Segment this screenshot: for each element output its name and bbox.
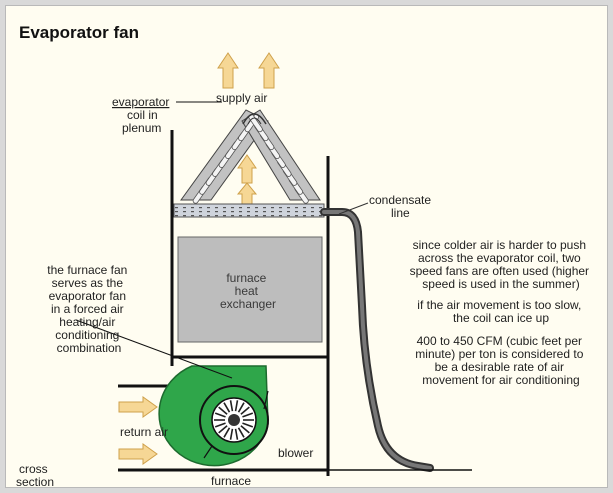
blower-blade [223, 427, 231, 438]
blower-blade [218, 406, 228, 415]
coil-fins-right [248, 114, 309, 204]
note-cfm: 400 to 450 CFM (cubic feet per minute) p… [415, 334, 586, 387]
return-air-arrow-upper [118, 396, 158, 418]
figure-frame: Evaporator fan supply air [5, 5, 608, 489]
furnace-fan-leader [75, 319, 233, 379]
furnace-label: furnace [211, 474, 251, 488]
blower-blade [234, 400, 239, 412]
airflow-arrow-inner-upper [237, 154, 257, 184]
blower-blade [242, 422, 254, 428]
blower-blade [234, 428, 239, 440]
blower-blade [223, 402, 231, 413]
supply-air-arrow-left [217, 52, 239, 89]
airflow-arrow-inner-lower [236, 182, 258, 206]
blower-blade [237, 427, 245, 438]
diagram-title: Evaporator fan [19, 23, 139, 42]
condensate-label: condensate line [369, 193, 434, 220]
evaporator-coil-label: evaporator coil in plenum [112, 95, 173, 135]
evaporator-fan-diagram: Evaporator fan supply air [16, 23, 593, 489]
note-ice-up: if the air movement is too slow, the coi… [417, 298, 584, 325]
blower-assembly [158, 365, 269, 467]
blower-blade [214, 422, 226, 428]
supply-air-arrow-right [258, 52, 280, 89]
condensate-leader [338, 202, 369, 215]
blower-blade [242, 412, 254, 418]
blower-blades [214, 400, 254, 440]
furnace-cabinet [118, 355, 472, 472]
cross-section-label: cross section [16, 462, 54, 489]
blower-blade [237, 402, 245, 413]
coil-fins-left [192, 114, 260, 204]
supply-air-arrows [217, 52, 280, 206]
supply-air-label: supply air [216, 91, 267, 105]
blower-blade [229, 428, 234, 440]
note-colder-air: since colder air is harder to push acros… [410, 238, 593, 291]
furnace-fan-label: the furnace fan serves as the evaporator… [47, 263, 130, 355]
blower-blade [240, 425, 250, 434]
return-air-label: return air [120, 425, 168, 439]
blower-label: blower [278, 446, 313, 460]
return-air-arrows [118, 396, 158, 465]
blower-blade [229, 400, 234, 412]
return-air-arrow-lower [118, 443, 158, 465]
evaporator-coil [180, 109, 321, 204]
coil-top-bend [242, 113, 267, 125]
blower-blade [214, 412, 226, 418]
blower-blade [218, 425, 228, 434]
blower-blade [240, 406, 250, 415]
drain-pan [173, 203, 325, 218]
blower-hub [228, 414, 240, 426]
heat-exchanger [177, 236, 323, 343]
heat-exchanger-label: furnace heat exchanger [220, 271, 276, 311]
